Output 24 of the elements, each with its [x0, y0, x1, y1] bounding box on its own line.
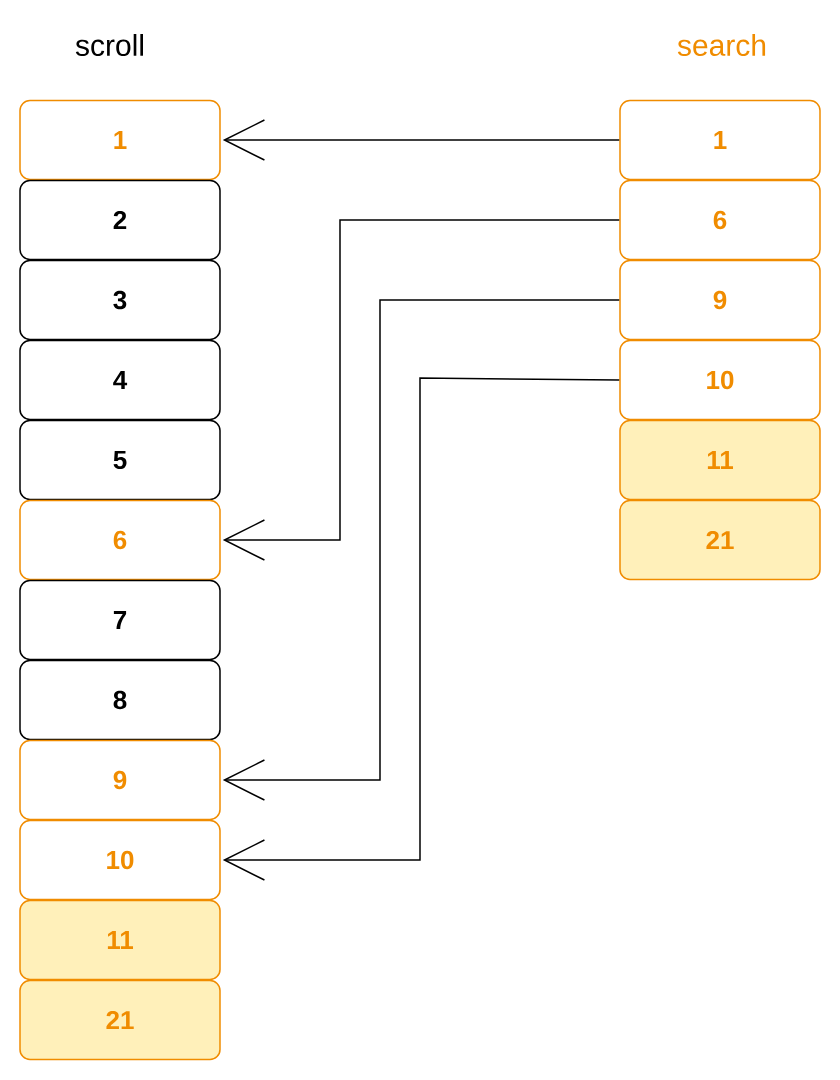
list-item-box: 8 — [19, 659, 221, 741]
arrow — [222, 377, 620, 881]
list-item-box: 6 — [19, 499, 221, 581]
arrow — [222, 119, 620, 161]
list-item-box: 1 — [619, 99, 821, 181]
arrow — [222, 299, 620, 801]
column-heading: scroll — [75, 34, 143, 57]
list-item-box: 1 — [19, 99, 221, 181]
list-item-box: 9 — [19, 739, 221, 821]
list-item-box: 6 — [619, 179, 821, 261]
list-item-box: 4 — [19, 339, 221, 421]
list-item-box: 3 — [19, 259, 221, 341]
list-item-box: 21 — [19, 979, 221, 1061]
list-item-box: 11 — [19, 899, 221, 981]
list-item-box: 11 — [619, 419, 821, 501]
list-item-box: 2 — [19, 179, 221, 261]
list-item-box: 10 — [19, 819, 221, 901]
list-item-box: 10 — [619, 339, 821, 421]
list-item-box: 21 — [619, 499, 821, 581]
list-item-box: 7 — [19, 579, 221, 661]
arrow — [222, 219, 620, 561]
list-item-box: 5 — [19, 419, 221, 501]
column-heading: search — [677, 34, 766, 57]
list-item-box: 9 — [619, 259, 821, 341]
